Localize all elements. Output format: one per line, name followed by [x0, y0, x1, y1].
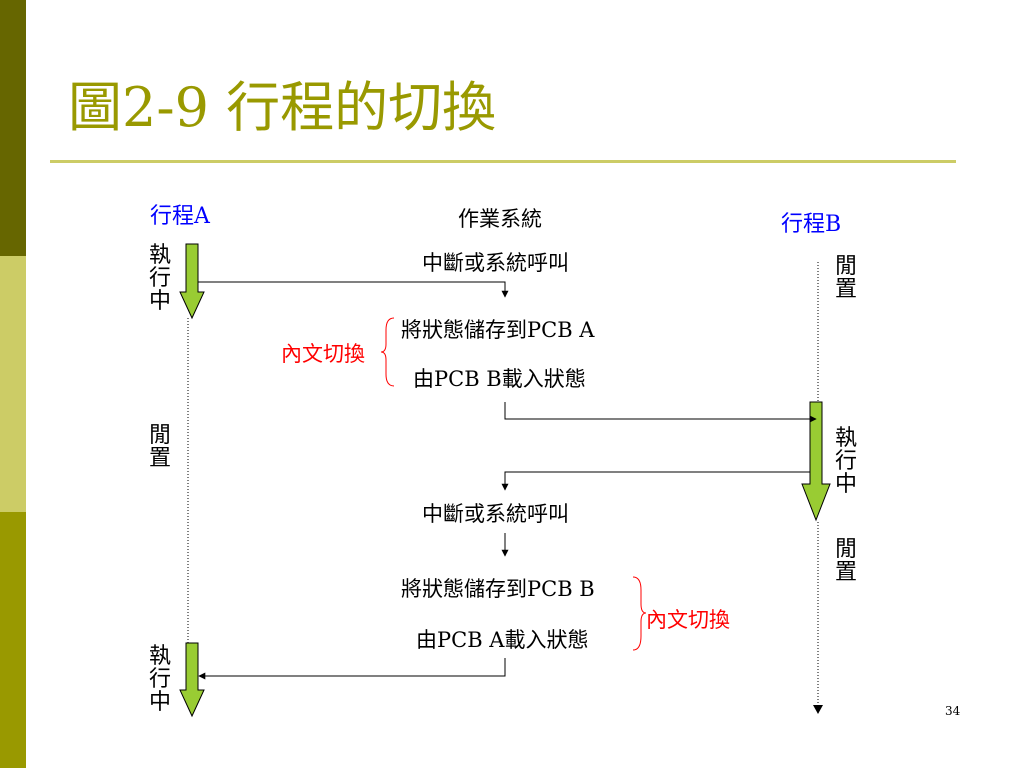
os-load-pcb-a: 由PCB A載入狀態	[416, 628, 589, 652]
process-a-state-idle: 閒置	[148, 423, 171, 471]
title-underline	[50, 160, 956, 163]
sidebar-segment-middle	[0, 256, 26, 512]
process-a-running-arrow-1	[179, 243, 205, 320]
process-a-state-running-1: 執行中	[148, 243, 171, 314]
process-b-running-arrow	[801, 401, 831, 522]
process-b-idle-arrowhead	[813, 705, 823, 714]
context-switch-label-1: 內文切換	[281, 342, 365, 366]
process-b-state-idle-2: 閒置	[834, 537, 857, 585]
os-save-pcb-b: 將狀態儲存到PCB B	[401, 577, 595, 601]
connector-b-to-os	[501, 471, 810, 491]
os-interrupt-1: 中斷或系統呼叫	[422, 251, 569, 275]
process-b-state-running: 執行中	[834, 426, 857, 497]
process-a-state-running-2: 執行中	[148, 644, 171, 715]
process-a-running-arrow-2	[179, 642, 205, 718]
os-interrupt-2: 中斷或系統呼叫	[422, 502, 569, 526]
process-a-label: 行程A	[150, 204, 210, 229]
process-b-label: 行程B	[781, 212, 842, 237]
sidebar-segment-top	[0, 0, 26, 256]
connector-os-to-b	[504, 402, 817, 423]
context-switch-label-2: 內文切換	[646, 608, 730, 632]
process-b-state-idle-1: 閒置	[834, 254, 857, 302]
context-switch-brace-1	[380, 317, 395, 387]
connector-os-to-a	[198, 658, 506, 680]
os-load-pcb-b: 由PCB B載入狀態	[413, 367, 586, 391]
slide-title: 圖2-9 行程的切換	[68, 76, 497, 139]
os-save-pcb-a: 將狀態儲存到PCB A	[401, 318, 595, 342]
sidebar-segment-bottom	[0, 512, 26, 768]
context-switch-brace-2	[632, 576, 647, 651]
os-label: 作業系統	[458, 207, 542, 231]
connector-a-to-os	[198, 281, 509, 298]
page-number: 34	[945, 704, 961, 718]
